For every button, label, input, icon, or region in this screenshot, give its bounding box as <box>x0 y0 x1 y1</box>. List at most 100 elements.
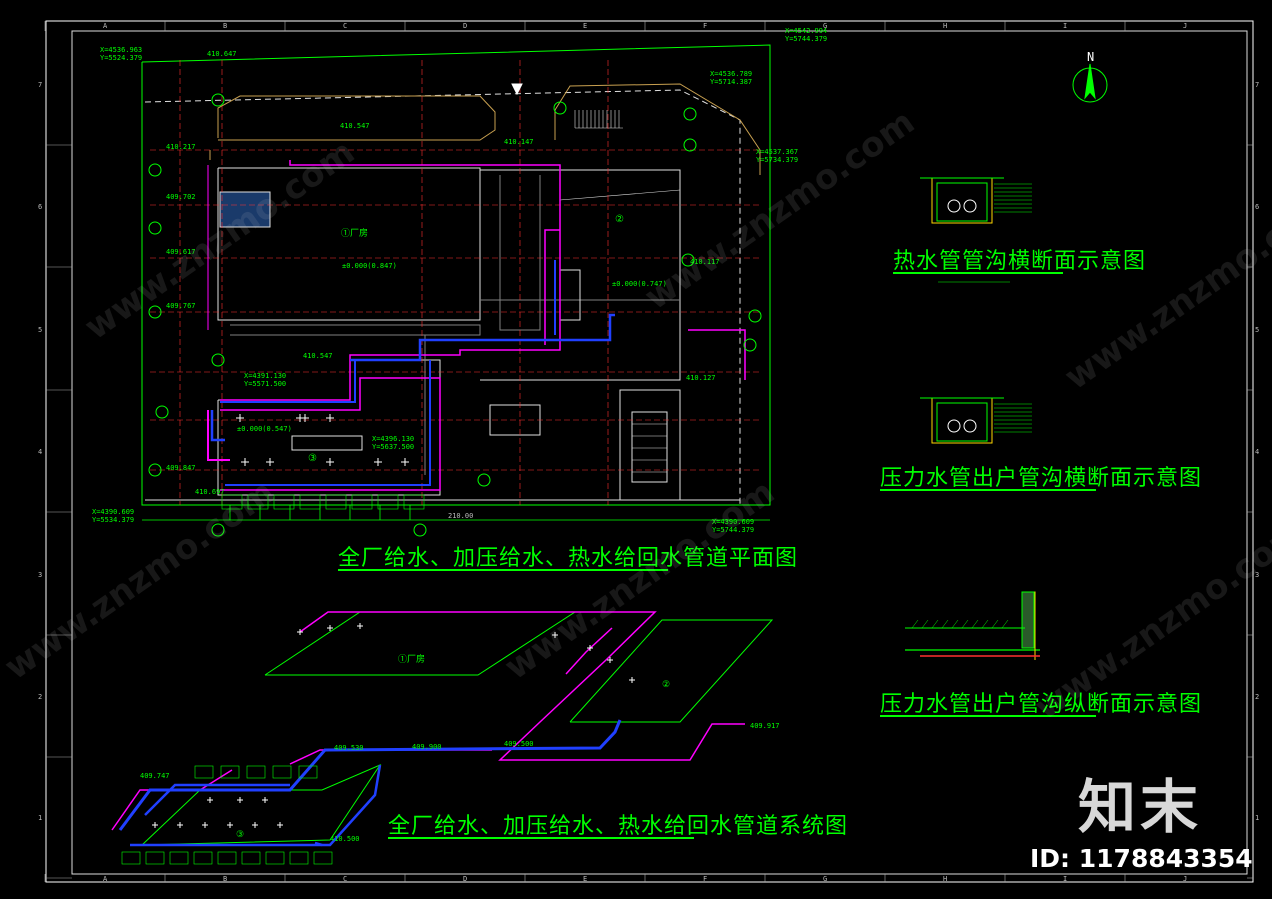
elev-label: 410.697 <box>195 488 225 496</box>
building2-label: ② <box>615 214 624 225</box>
grid-column-label: C <box>343 875 348 883</box>
pressure-pipe <box>210 410 225 442</box>
section1-title-underline <box>893 272 1063 274</box>
section3-hatch <box>921 619 929 629</box>
system-pipe-tag <box>121 851 141 865</box>
tank-structure <box>619 389 681 501</box>
coord-label: X=4536.789 <box>710 70 753 78</box>
coord-label: X=4396.130 <box>372 435 415 443</box>
system-pressure-pipe <box>118 719 622 831</box>
road-outline <box>554 83 761 175</box>
section3-wall-hatch <box>1021 591 1035 649</box>
grid-row-label: 2 <box>38 693 43 701</box>
section2-detail <box>931 398 993 444</box>
axis-bubble <box>477 473 491 487</box>
pressure-pipe <box>220 360 356 403</box>
system-pressure-pipe <box>130 764 382 847</box>
grid-column-label: J <box>1183 22 1188 30</box>
system-bldg1-label: ①厂房 <box>398 655 426 665</box>
coord-label: Y=5734.379 <box>756 156 799 164</box>
section1-detail-pipe <box>947 199 961 213</box>
water-pipe <box>544 229 560 345</box>
grid-column-label: A <box>103 22 108 30</box>
grid-column-label: G <box>823 22 828 30</box>
elev-label: 409.702 <box>166 193 196 201</box>
coord-label: Y=5637.500 <box>372 443 415 451</box>
grid-row-label: 5 <box>1255 326 1260 334</box>
axis-bubble <box>413 523 427 537</box>
section3-hatch <box>931 619 939 629</box>
system-pipe-tag <box>246 765 266 779</box>
water-pipe <box>207 410 230 461</box>
system-level: 410.500 <box>330 835 360 843</box>
coord-label: Y=5534.379 <box>92 516 135 524</box>
system-pipe-tag <box>298 765 318 779</box>
road-outline <box>217 95 496 141</box>
system-pipe-tag <box>272 765 292 779</box>
plan-dimension: 210.00 <box>448 512 474 520</box>
building-2-diag <box>559 189 681 201</box>
axis-bubble <box>211 523 225 537</box>
system-bldg2-label: ② <box>662 680 671 690</box>
system-pipe-tag <box>220 765 240 779</box>
pressure-pipe <box>225 360 431 486</box>
grid-column-label: D <box>463 22 468 30</box>
section1-detail-pipe <box>963 199 977 213</box>
grid-row-label: 4 <box>38 448 43 456</box>
grid-row-label: 1 <box>38 814 43 822</box>
building3-label: ③ <box>308 453 317 464</box>
axis-bubble <box>683 138 697 152</box>
system-pipe-tag <box>169 851 189 865</box>
system-pressure-pipe <box>314 841 323 847</box>
elev-label: 410.647 <box>207 50 237 58</box>
system-title-underline <box>388 837 694 839</box>
elev-label: 410.217 <box>166 143 196 151</box>
coord-label: X=4536.963 <box>100 46 143 54</box>
grid-row-label: 4 <box>1255 448 1260 456</box>
pipe-tag <box>325 494 347 510</box>
system-pipe-tag <box>217 851 237 865</box>
axis-bubble <box>553 101 567 115</box>
section1-title: 热水管管沟横断面示意图 <box>893 249 1147 274</box>
grid-row-label: 3 <box>1255 571 1260 579</box>
coord-label: X=4390.609 <box>92 508 135 516</box>
coord-label: X=4391.130 <box>244 372 287 380</box>
system-level: 409.530 <box>334 744 364 752</box>
system-water-pipe <box>565 627 613 675</box>
site-boundary <box>141 44 771 506</box>
grid-row-label: 7 <box>38 81 43 89</box>
grid-column-label: A <box>103 875 108 883</box>
grid-row-label: 2 <box>1255 693 1260 701</box>
water-pipe <box>220 377 441 491</box>
section2-detail-inner <box>936 402 988 442</box>
coord-label: X=4390.609 <box>712 518 755 526</box>
plan-title-underline <box>338 569 668 571</box>
axis-bubble <box>211 93 225 107</box>
brand-logo-text: 知末 <box>1078 773 1203 841</box>
building-2-room <box>559 269 581 321</box>
pipe-tag <box>351 494 373 510</box>
floor2-label: ±0.000(0.747) <box>612 280 667 288</box>
section2-title: 压力水管出户管沟横断面示意图 <box>880 466 1203 491</box>
grid-column-label: G <box>823 875 828 883</box>
north-label: N <box>1087 50 1095 64</box>
pipe-tag <box>247 494 269 510</box>
section3-hatch <box>981 619 989 629</box>
section3-title-underline <box>880 715 1096 717</box>
plan-title: 全厂给水、加压给水、热水给回水管道平面图 <box>338 546 799 571</box>
elev-label: 410.127 <box>686 374 716 382</box>
coord-label: Y=5524.379 <box>100 54 143 62</box>
floor1-label: ±0.000(0.847) <box>342 262 397 270</box>
grid-row-label: 7 <box>1255 81 1260 89</box>
section3-title: 压力水管出户管沟纵断面示意图 <box>880 692 1203 717</box>
building-1-outline <box>217 167 481 321</box>
pipe-tag <box>403 494 425 510</box>
north-arrow <box>1084 63 1096 100</box>
building1-label: ①厂房 <box>341 229 369 239</box>
axis-bubble <box>743 338 757 352</box>
pipe-tag <box>221 494 243 510</box>
system-pipe-tag <box>289 851 309 865</box>
axis-bubble <box>211 353 225 367</box>
